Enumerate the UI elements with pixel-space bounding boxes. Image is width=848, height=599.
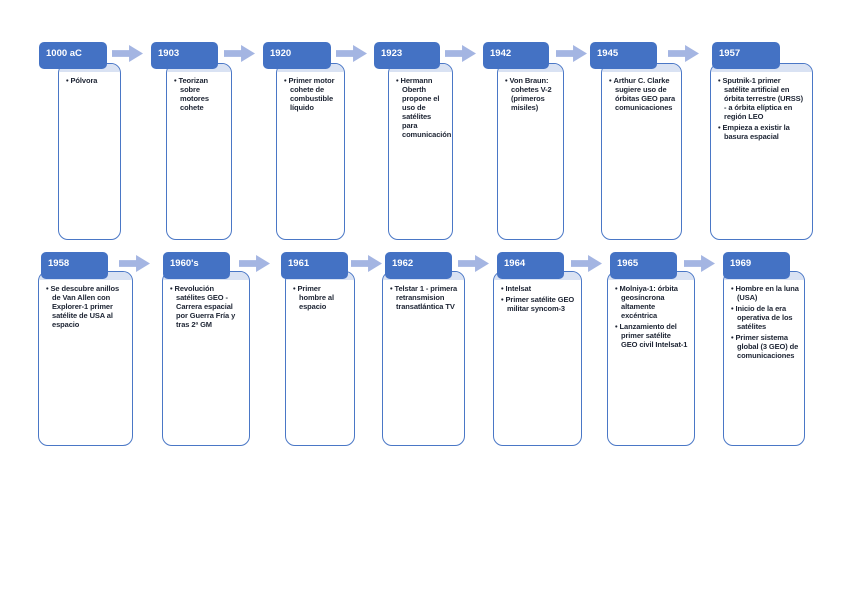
year-header: 1961 xyxy=(281,252,348,279)
bullet-list: Hermann Oberth propone el uso de satélit… xyxy=(389,72,452,139)
right-arrow-icon xyxy=(351,255,382,272)
right-arrow-icon xyxy=(556,45,587,62)
bullet-list: Hombre en la luna (USA) Inicio de la era… xyxy=(724,280,804,360)
bullet-text: Pólvora xyxy=(66,76,115,85)
bullet-list: Revolución satélites GEO - Carrera espac… xyxy=(163,280,249,329)
bullet-list: Arthur C. Clarke sugiere uso de órbitas … xyxy=(602,72,681,112)
bullet-list: Telstar 1 - primera retransmision transa… xyxy=(383,280,464,311)
item-body: Hombre en la luna (USA) Inicio de la era… xyxy=(723,271,805,446)
year-header: 1923 xyxy=(374,42,440,69)
year-header: 1945 xyxy=(590,42,657,69)
bullet-list: Pólvora xyxy=(59,72,120,85)
item-body: Primer motor cohete de combustible líqui… xyxy=(276,63,345,240)
item-body: Hermann Oberth propone el uso de satélit… xyxy=(388,63,453,240)
year-header: 1957 xyxy=(712,42,780,69)
bullet-text: Empieza a existir la basura espacial xyxy=(718,123,807,141)
bullet-list: Intelsat Primer satélite GEO militar syn… xyxy=(494,280,581,313)
item-body: Sputnik-1 primer satélite artificial en … xyxy=(710,63,813,240)
item-body: Von Braun: cohetes V-2 (primeros misiles… xyxy=(497,63,564,240)
bullet-text: Molniya-1: órbita geosíncrona altamente … xyxy=(615,284,689,320)
bullet-list: Molniya-1: órbita geosíncrona altamente … xyxy=(608,280,694,349)
year-header: 1969 xyxy=(723,252,790,279)
bullet-list: Von Braun: cohetes V-2 (primeros misiles… xyxy=(498,72,563,112)
year-header: 1920 xyxy=(263,42,331,69)
bullet-list: Primer hombre al espacio xyxy=(286,280,354,311)
year-header: 1965 xyxy=(610,252,677,279)
bullet-list: Se descubre anillos de Van Allen con Exp… xyxy=(39,280,132,329)
right-arrow-icon xyxy=(684,255,715,272)
item-body: Molniya-1: órbita geosíncrona altamente … xyxy=(607,271,695,446)
item-body: Revolución satélites GEO - Carrera espac… xyxy=(162,271,250,446)
right-arrow-icon xyxy=(224,45,255,62)
year-header: 1964 xyxy=(497,252,564,279)
right-arrow-icon xyxy=(336,45,367,62)
bullet-text: Se descubre anillos de Van Allen con Exp… xyxy=(46,284,127,329)
right-arrow-icon xyxy=(119,255,150,272)
year-header: 1962 xyxy=(385,252,452,279)
bullet-text: Intelsat xyxy=(501,284,576,293)
item-body: Arthur C. Clarke sugiere uso de órbitas … xyxy=(601,63,682,240)
right-arrow-icon xyxy=(112,45,143,62)
bullet-text: Inicio de la era operativa de los satéli… xyxy=(731,304,799,331)
bullet-text: Hermann Oberth propone el uso de satélit… xyxy=(396,76,452,139)
year-header: 1942 xyxy=(483,42,549,69)
bullet-list: Teorizan sobre motores cohete xyxy=(167,72,231,112)
bullet-text: Lanzamiento del primer satélite GEO civi… xyxy=(615,322,689,349)
bullet-text: Primer hombre al espacio xyxy=(293,284,349,311)
right-arrow-icon xyxy=(458,255,489,272)
right-arrow-icon xyxy=(445,45,476,62)
bullet-text: Primer satélite GEO militar syncom-3 xyxy=(501,295,576,313)
bullet-text: Arthur C. Clarke sugiere uso de órbitas … xyxy=(609,76,676,112)
item-body: Se descubre anillos de Van Allen con Exp… xyxy=(38,271,133,446)
item-body: Primer hombre al espacio xyxy=(285,271,355,446)
bullet-text: Von Braun: cohetes V-2 (primeros misiles… xyxy=(505,76,558,112)
year-header: 1958 xyxy=(41,252,108,279)
item-body: Teorizan sobre motores cohete xyxy=(166,63,232,240)
year-header: 1960's xyxy=(163,252,230,279)
year-header: 1000 aC xyxy=(39,42,107,69)
bullet-text: Telstar 1 - primera retransmision transa… xyxy=(390,284,459,311)
bullet-text: Teorizan sobre motores cohete xyxy=(174,76,226,112)
bullet-text: Primer motor cohete de combustible líqui… xyxy=(284,76,339,112)
year-header: 1903 xyxy=(151,42,218,69)
bullet-text: Hombre en la luna (USA) xyxy=(731,284,799,302)
right-arrow-icon xyxy=(239,255,270,272)
item-body: Intelsat Primer satélite GEO militar syn… xyxy=(493,271,582,446)
bullet-text: Sputnik-1 primer satélite artificial en … xyxy=(718,76,807,121)
item-body: Telstar 1 - primera retransmision transa… xyxy=(382,271,465,446)
bullet-text: Primer sistema global (3 GEO) de comunic… xyxy=(731,333,799,360)
bullet-text: Revolución satélites GEO - Carrera espac… xyxy=(170,284,244,329)
item-body: Pólvora xyxy=(58,63,121,240)
right-arrow-icon xyxy=(571,255,602,272)
right-arrow-icon xyxy=(668,45,699,62)
bullet-list: Sputnik-1 primer satélite artificial en … xyxy=(711,72,812,141)
bullet-list: Primer motor cohete de combustible líqui… xyxy=(277,72,344,112)
